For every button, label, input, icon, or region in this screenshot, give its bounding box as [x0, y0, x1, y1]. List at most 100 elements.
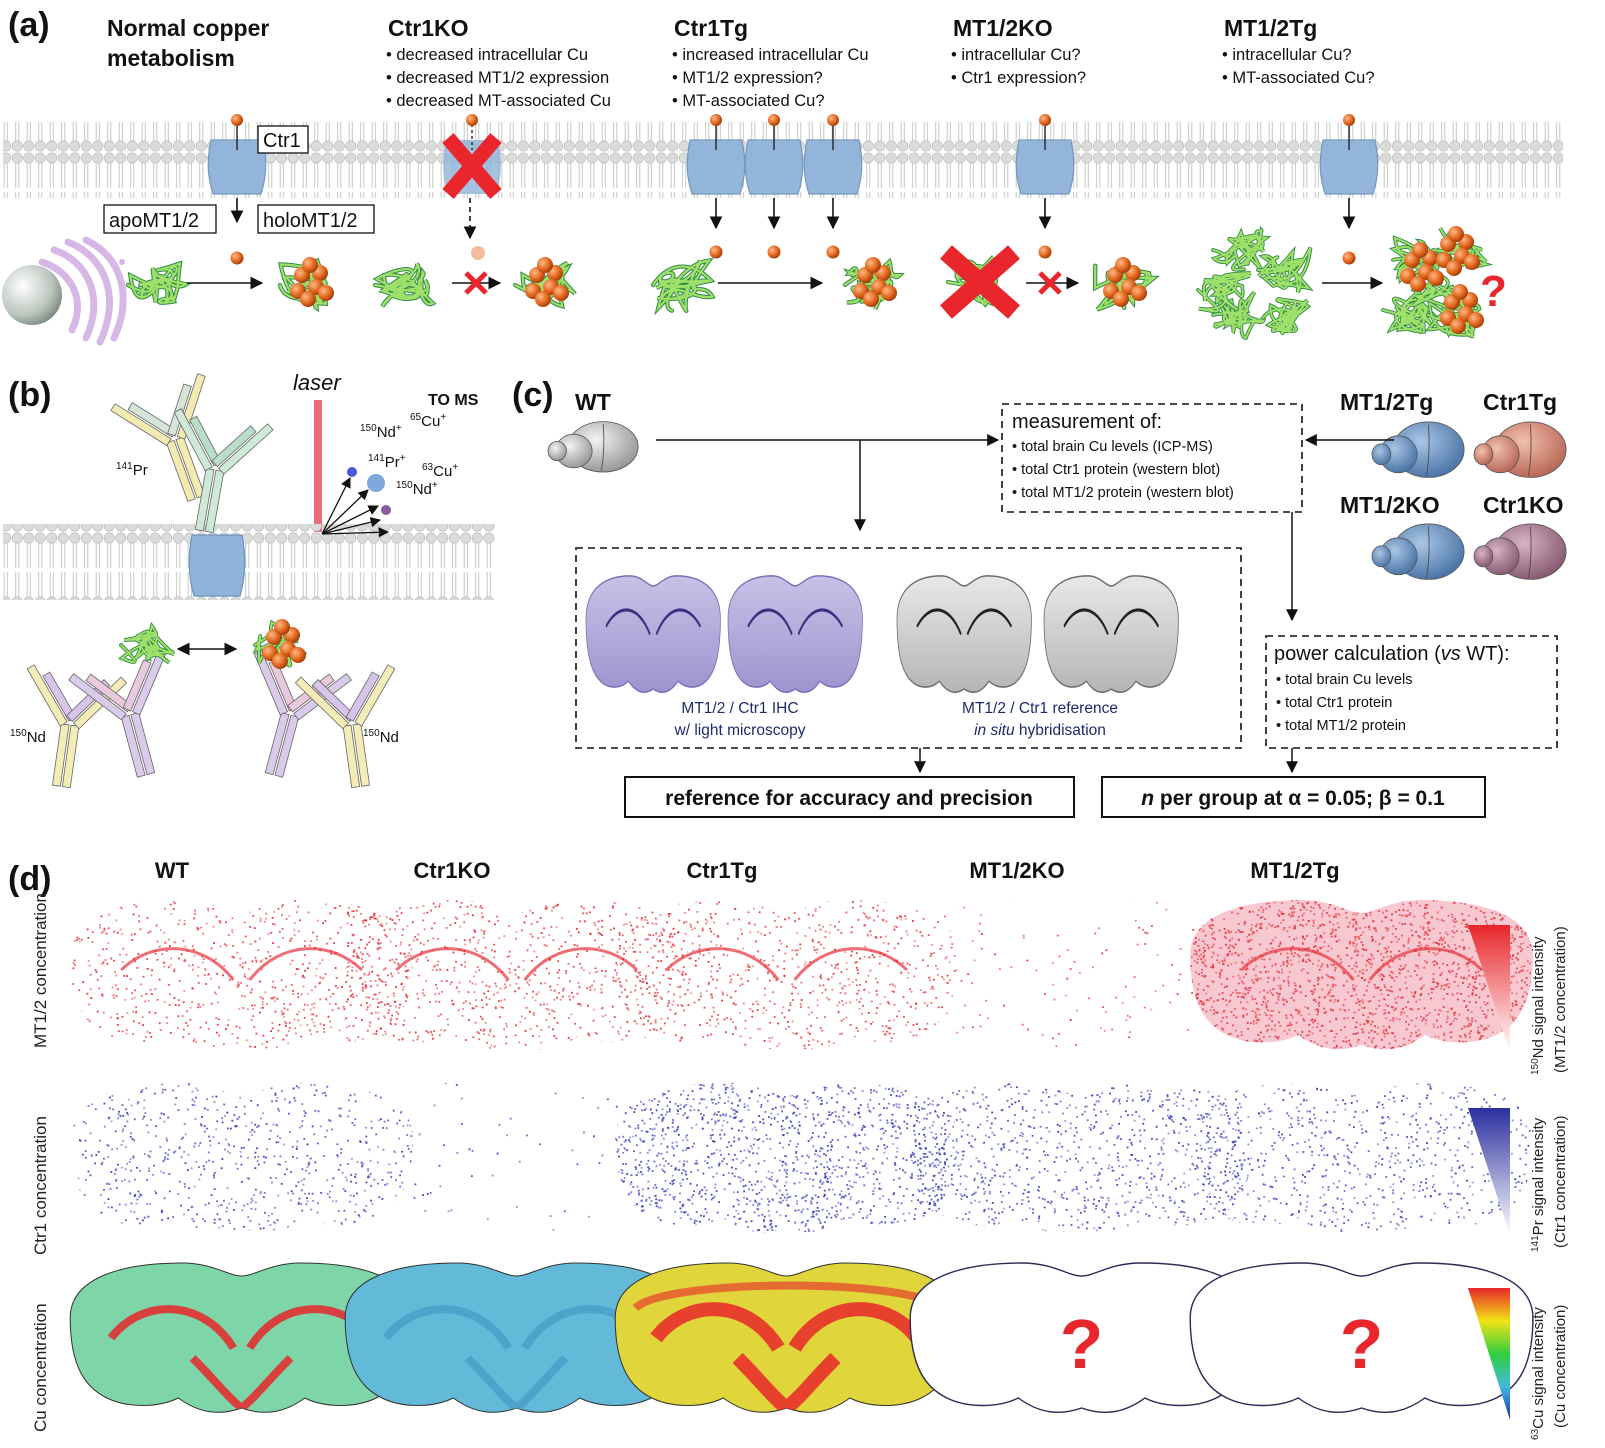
- svg-text:150Nd+: 150Nd+: [360, 423, 402, 441]
- ish-caption-2: in situ hybridisation: [974, 722, 1106, 739]
- power-title-a: power calculation (: [1274, 643, 1441, 665]
- golgi-apparatus: [38, 236, 127, 346]
- to-ms-label: TO MS: [428, 392, 479, 409]
- ctr1-label: Ctr1: [263, 130, 301, 152]
- antibody: [253, 650, 352, 778]
- unknown-question-mark: ?: [1060, 1305, 1104, 1383]
- reference-slice: [896, 575, 1032, 694]
- svg-text:141Pr: 141Pr: [116, 461, 148, 479]
- group-mttg-bullet-2: • MT-associated Cu?: [1222, 69, 1375, 87]
- reference-slice: [727, 575, 863, 694]
- copper-cluster: [290, 257, 334, 307]
- tag-3-mass: 150: [363, 728, 380, 739]
- cu-scale-wedge: [1468, 1288, 1510, 1420]
- measurement-item-3: • total MT1/2 protein (western blot): [1012, 485, 1234, 501]
- brain-map: [910, 1083, 1253, 1233]
- measurement-item-1: • total brain Cu levels (ICP-MS): [1012, 439, 1213, 455]
- cu-scale-label-2: (Cu concentration): [1552, 1305, 1569, 1428]
- mttg-brain: [1371, 421, 1465, 478]
- ctr1-transporter: [686, 114, 746, 195]
- pr-scale-wedge: [1468, 1108, 1510, 1235]
- group-mtko-bullet-2: • Ctr1 expression?: [951, 69, 1086, 87]
- antibody: [294, 664, 396, 789]
- ion-nd-dot: [347, 467, 357, 477]
- holo-label: holoMT1/2: [263, 210, 358, 232]
- unknown-question-mark: ?: [1340, 1305, 1384, 1383]
- ion-arrows: [321, 477, 390, 538]
- ion-5-charge: +: [432, 480, 438, 491]
- power-item-2: • total Ctr1 protein: [1276, 695, 1392, 711]
- tag-3-el: Nd: [380, 729, 399, 746]
- ion-1-mass: 150: [360, 423, 377, 434]
- panel-d-label: (d): [8, 860, 51, 898]
- brain-map: [615, 1083, 958, 1233]
- group-ctr1ko-bullet-3: • decreased MT-associated Cu: [386, 92, 611, 110]
- brain-map: [1190, 900, 1533, 1050]
- ion-4-charge: +: [452, 462, 458, 473]
- row-label-mt: MT1/2 concentration: [31, 893, 50, 1048]
- ion-2-mass: 65: [410, 412, 422, 423]
- cu-scale-mass: 63: [1530, 1428, 1541, 1440]
- antibody: [173, 408, 274, 534]
- pr-scale-mass: 141: [1530, 1235, 1541, 1252]
- pr-scale-el: Pr: [1530, 1220, 1547, 1235]
- n-box-label: n per group at α = 0.05; β = 0.1: [1141, 787, 1445, 810]
- tag-2-el: Nd: [27, 729, 46, 746]
- copper-cluster: [1436, 226, 1480, 276]
- copper-ion: [1342, 251, 1356, 265]
- pr-scale-label-1: 141Pr signal intensity: [1530, 1117, 1547, 1252]
- apo-label: apoMT1/2: [109, 210, 199, 232]
- cu-scale-label-1: 63Cu signal intensity: [1530, 1307, 1547, 1440]
- ctr1-transporter: [744, 114, 804, 195]
- faded-copper: [471, 246, 485, 260]
- wt-brain-icon: [547, 421, 639, 473]
- row-label-ctr1: Ctr1 concentration: [31, 1116, 50, 1255]
- ctr1-label-box: [257, 125, 309, 154]
- ctr1-transporter: [803, 114, 863, 195]
- ion-2-charge: +: [440, 412, 446, 423]
- group-ctr1tg-bullet-1: • increased intracellular Cu: [672, 46, 869, 64]
- panel-b: (b) laser TO MS 150Nd+ 65Cu+ 141Pr+ 63Cu…: [3, 370, 495, 789]
- brain-map: [70, 900, 413, 1050]
- svg-text:150Nd: 150Nd: [10, 728, 46, 746]
- reference-box: [624, 776, 1075, 818]
- model-brain-icons: [1371, 421, 1567, 580]
- ctr1-transporter: [1319, 114, 1379, 195]
- ctr1ko-big-x: [442, 133, 502, 199]
- nd-scale-mass: 150: [1530, 1058, 1541, 1075]
- column-header: Ctr1Tg: [687, 858, 758, 883]
- brain-map: [69, 1262, 414, 1413]
- nd-scale-wedge: [1468, 925, 1510, 1052]
- metallothioneins: [125, 225, 1494, 340]
- pr-scale-label-2: (Ctr1 concentration): [1552, 1115, 1569, 1248]
- group-ctr1tg-title: Ctr1Tg: [674, 15, 748, 41]
- n-box-n: n: [1141, 787, 1154, 810]
- group-mtko-bullet-1: • intracellular Cu?: [951, 46, 1081, 64]
- n-box: [1101, 776, 1486, 818]
- panel-c-arrows: [656, 434, 1394, 774]
- laser-beam: [314, 400, 322, 532]
- ion-pr-dot: [367, 474, 385, 492]
- ion-5-el: Nd: [413, 481, 432, 498]
- model-mtko: MT1/2KO: [1340, 492, 1440, 518]
- group-mtko-title: MT1/2KO: [953, 15, 1053, 41]
- brain-map: [345, 900, 688, 1050]
- cu-scale-el: Cu: [1530, 1410, 1547, 1429]
- copper-ion: [826, 245, 840, 259]
- scale-labels: 150Nd signal intensity (MT1/2 concentrat…: [1530, 926, 1569, 1440]
- model-ctr1ko: Ctr1KO: [1483, 492, 1564, 518]
- nucleus-sphere: [2, 265, 62, 325]
- vesicle: [119, 259, 125, 265]
- brain-map: [345, 1083, 688, 1231]
- group-ctr1tg-bullet-3: • MT-associated Cu?: [672, 92, 825, 110]
- power-title-b: vs: [1441, 643, 1461, 665]
- wt-label: WT: [575, 389, 611, 415]
- panel-a-arrows: [187, 198, 1384, 290]
- power-box: [1265, 635, 1558, 749]
- metallothionein-protein: [372, 262, 437, 308]
- ihc-caption-2: w/ light microscopy: [674, 722, 806, 739]
- power-item-3: • total MT1/2 protein: [1276, 718, 1406, 734]
- holo-label-box: [257, 204, 375, 234]
